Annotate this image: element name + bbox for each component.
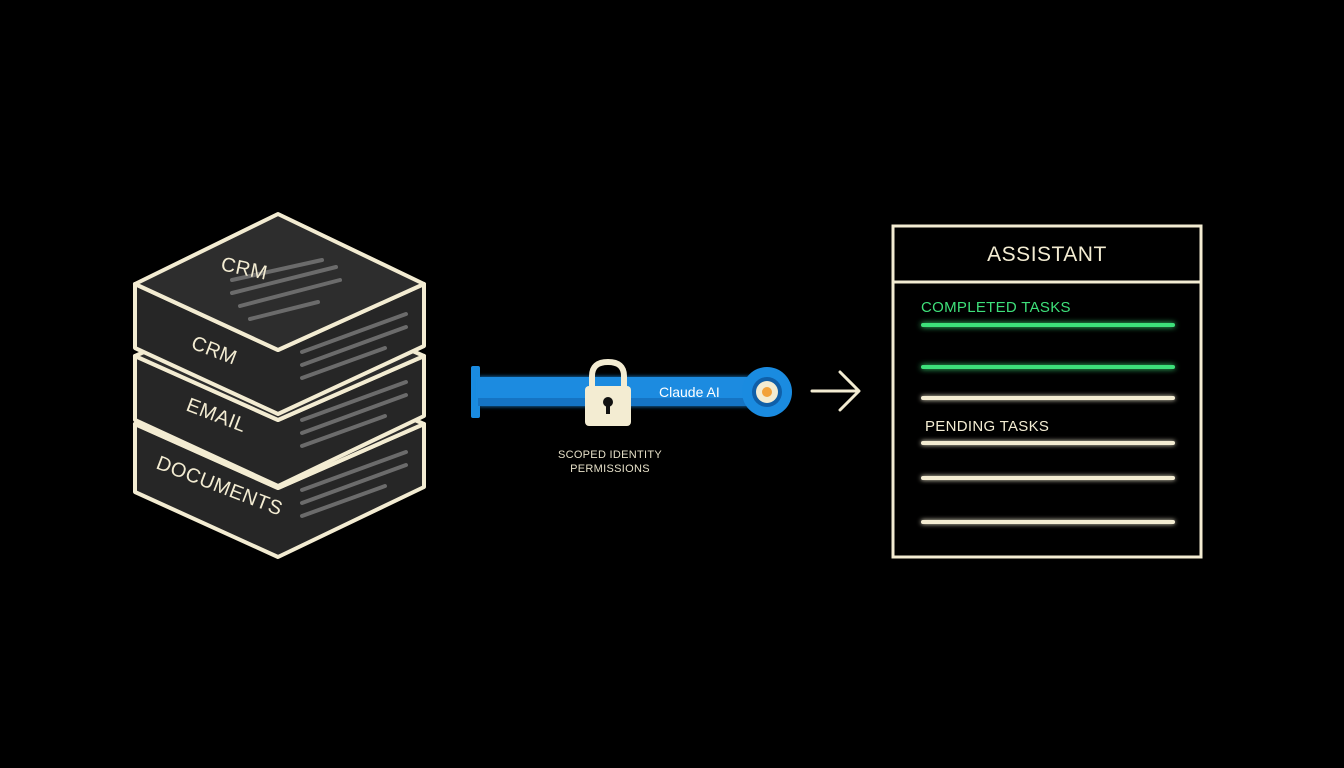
permissions-caption-line2: PERMISSIONS <box>570 463 650 475</box>
connector: Claude AI SCOPED IDENTITY PERMISSIONS <box>471 358 792 475</box>
layer-documents-lines <box>300 450 408 518</box>
arrow-right-icon <box>810 370 861 412</box>
layer-crm-top-lines <box>230 258 342 321</box>
pipe-label: Claude AI <box>659 384 720 400</box>
completed-tasks-label: COMPLETED TASKS <box>921 299 1071 316</box>
layer-crm-side-lines <box>300 312 408 380</box>
assistant-title: ASSISTANT <box>987 243 1107 266</box>
padlock-icon <box>585 358 631 426</box>
assistant-panel: ASSISTANT COMPLETED TASKS PENDING TASKS <box>891 224 1203 559</box>
data-stack: DOCUMENTS EMAIL <box>133 212 426 559</box>
layer-email-lines <box>300 380 408 448</box>
assistant-panel-frame <box>891 224 1203 559</box>
completed-tasks-list <box>921 323 1175 369</box>
pending-tasks-list <box>921 396 1175 524</box>
pipe-end-cap <box>471 366 480 418</box>
endpoint-node <box>742 367 792 417</box>
stack-layer-crm: CRM CRM <box>133 212 426 416</box>
pending-tasks-label: PENDING TASKS <box>925 418 1049 435</box>
permissions-caption-line1: SCOPED IDENTITY <box>558 449 662 461</box>
